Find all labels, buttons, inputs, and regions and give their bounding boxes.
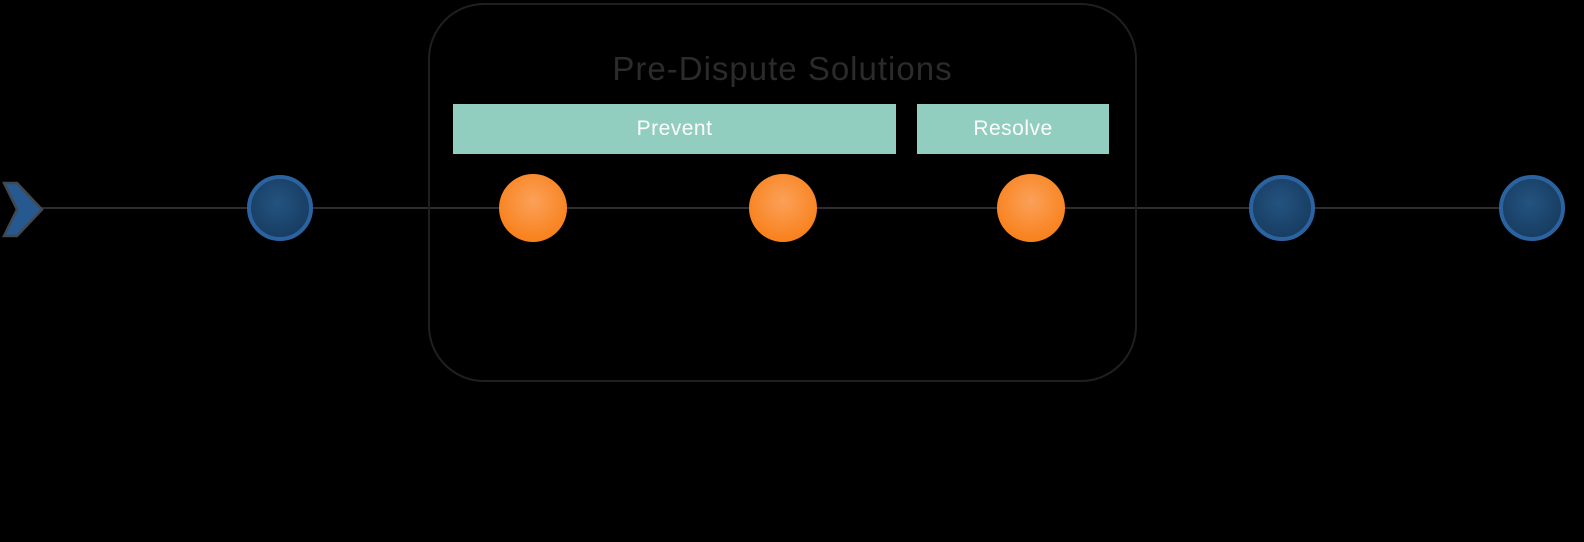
resolve-bar-label: Resolve [973, 117, 1053, 140]
box-title: Pre-Dispute Solutions [612, 50, 953, 87]
prevent-bar-label: Prevent [636, 117, 713, 140]
prevent-bar: Prevent [453, 104, 896, 154]
timeline-node-orange [997, 174, 1065, 242]
timeline-node-orange [499, 174, 567, 242]
chevron-right-icon [2, 181, 44, 238]
resolve-bar: Resolve [917, 104, 1109, 154]
timeline-node-blue [1249, 175, 1315, 241]
timeline-node-blue [247, 175, 313, 241]
pre-dispute-solutions-box: Pre-Dispute Solutions [428, 3, 1137, 382]
timeline-node-orange [749, 174, 817, 242]
timeline-node-blue [1499, 175, 1565, 241]
